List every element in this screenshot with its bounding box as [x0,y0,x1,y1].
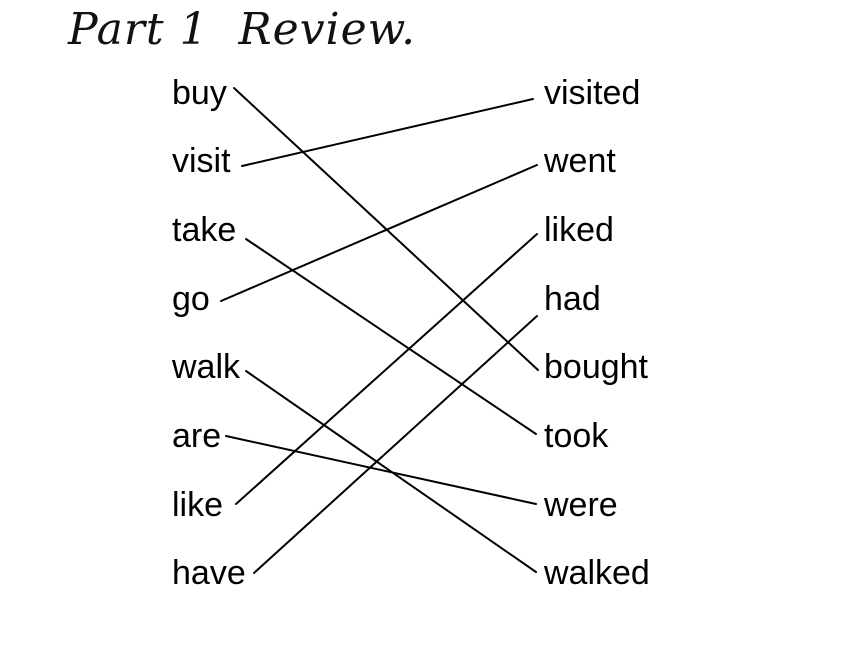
left-word-buy[interactable]: buy [172,74,227,112]
match-line-are-were [225,435,537,505]
match-line-have-had [253,315,538,574]
page-title: Part 1 Review. [68,4,417,55]
left-word-have[interactable]: have [172,554,246,592]
right-word-visited[interactable]: visited [544,74,641,112]
right-word-bought[interactable]: bought [544,348,648,386]
left-word-walk[interactable]: walk [172,348,241,386]
right-word-had[interactable]: had [544,280,601,318]
right-word-were[interactable]: were [544,486,618,524]
left-word-are[interactable]: are [172,417,222,455]
left-word-go[interactable]: go [172,280,210,318]
left-word-take[interactable]: take [172,211,237,249]
match-line-go-went [220,164,538,302]
match-line-take-took [245,238,537,435]
right-word-liked[interactable]: liked [544,211,614,249]
right-word-walked[interactable]: walked [544,554,650,592]
left-word-like[interactable]: like [172,486,224,524]
match-line-like-liked [235,233,538,505]
left-word-visit[interactable]: visit [172,142,231,180]
match-line-visit-visited [241,98,534,167]
right-word-went[interactable]: went [544,142,616,180]
right-word-took[interactable]: took [544,417,609,455]
